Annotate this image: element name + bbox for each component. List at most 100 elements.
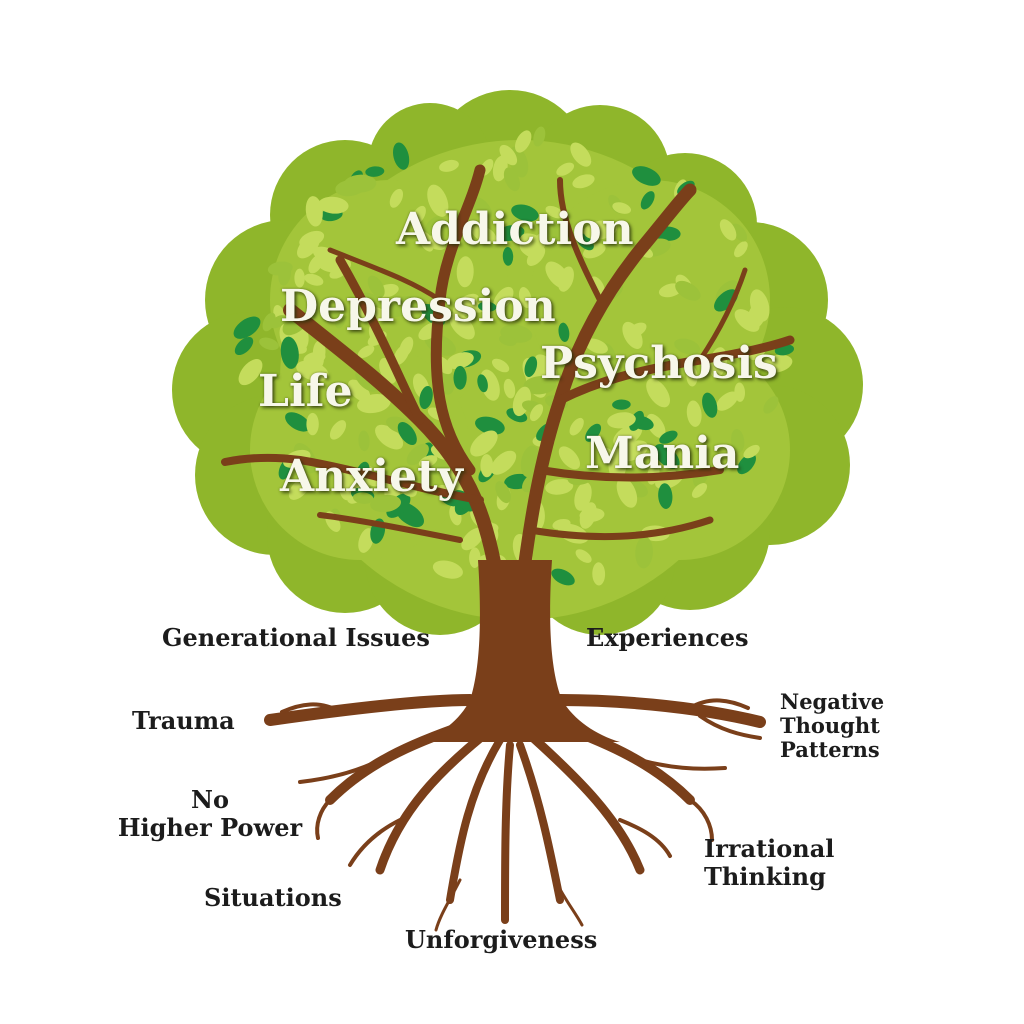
leaf — [456, 256, 474, 288]
leaf — [496, 225, 525, 242]
leaf — [574, 482, 592, 511]
leaf — [303, 351, 326, 365]
leaf — [358, 528, 374, 553]
leaf — [280, 336, 299, 369]
label-experiences: Experiences — [586, 623, 749, 652]
leaf — [294, 268, 305, 288]
leaf — [478, 301, 497, 312]
leaf — [347, 379, 371, 403]
leaf — [569, 417, 584, 436]
leaf — [357, 345, 375, 358]
leaf — [686, 400, 702, 427]
leaf — [583, 220, 618, 240]
leaf — [749, 289, 770, 322]
leaf — [427, 184, 449, 217]
tree-trunk — [420, 560, 620, 742]
leaf — [352, 492, 374, 504]
label-life: Life — [258, 366, 353, 417]
leaf — [399, 336, 414, 358]
leaf — [490, 450, 517, 475]
leaf — [296, 360, 329, 382]
leaf — [529, 404, 544, 422]
leaf — [392, 142, 410, 170]
leaf — [572, 174, 595, 189]
leaf — [446, 352, 474, 370]
label-no-higher-power: No Higher Power — [110, 786, 310, 841]
leaf — [357, 394, 391, 414]
label-negative-line-3: Patterns — [780, 737, 880, 763]
leaf — [675, 280, 701, 301]
label-addiction: Addiction — [396, 204, 634, 255]
leaf — [545, 261, 571, 290]
leaf — [646, 413, 666, 438]
leaf — [470, 430, 498, 457]
label-negative-thought-patterns: Negative Thought Patterns — [780, 689, 884, 763]
leaf — [556, 162, 575, 176]
leaf — [498, 335, 517, 346]
leaf — [608, 448, 627, 481]
leaf — [646, 378, 671, 408]
leaf — [763, 396, 779, 414]
leaf — [519, 241, 544, 259]
leaf — [452, 293, 480, 317]
leaf — [278, 263, 291, 286]
leaf — [288, 477, 310, 500]
leaf — [477, 374, 488, 393]
leaf — [658, 483, 673, 509]
leaf — [425, 235, 446, 251]
label-negative-line-2: Thought — [780, 713, 880, 739]
leaf — [397, 422, 417, 445]
leaf — [502, 247, 514, 266]
leaf — [511, 204, 539, 222]
leaf — [471, 225, 497, 244]
leaf — [674, 338, 700, 355]
label-irrational-thinking: Irrational Thinking — [704, 835, 834, 890]
leaf — [367, 275, 385, 298]
leaf — [551, 568, 575, 586]
leaf — [654, 444, 680, 469]
leaf — [607, 412, 636, 429]
leaf — [734, 382, 746, 402]
leaf — [358, 430, 370, 452]
leaf — [575, 549, 592, 563]
leaf — [514, 130, 532, 153]
leaf — [737, 453, 756, 475]
leaf — [424, 216, 444, 237]
leaf — [475, 416, 505, 435]
leaf — [472, 197, 493, 219]
leaf — [418, 455, 438, 468]
leaf — [334, 309, 346, 329]
leaf — [406, 443, 429, 466]
leaf — [270, 315, 287, 329]
leaf — [702, 392, 718, 418]
leaf — [449, 312, 475, 340]
tree-trunk-and-branches — [221, 164, 795, 607]
label-depression: Depression — [280, 281, 556, 332]
label-no-line-2: Higher Power — [117, 812, 303, 842]
leaf — [491, 358, 510, 373]
leaf — [499, 144, 518, 166]
leaf — [461, 527, 484, 551]
leaf — [305, 196, 323, 227]
leaf — [719, 219, 737, 241]
leaf — [386, 296, 418, 317]
label-trauma: Trauma — [132, 706, 235, 735]
leaf — [233, 316, 261, 339]
leaf — [691, 483, 708, 498]
label-situations: Situations — [204, 883, 342, 912]
leaf — [503, 378, 516, 399]
leaf — [534, 354, 558, 381]
leaf — [734, 241, 748, 258]
leaf — [547, 212, 563, 240]
leaf — [743, 444, 760, 459]
leaf — [545, 205, 564, 219]
leaf — [731, 223, 748, 242]
leaf — [579, 502, 597, 529]
leaf — [558, 446, 581, 470]
leaf — [716, 391, 739, 411]
leaf — [640, 191, 655, 210]
leaf — [259, 337, 279, 351]
leaf — [585, 338, 608, 354]
